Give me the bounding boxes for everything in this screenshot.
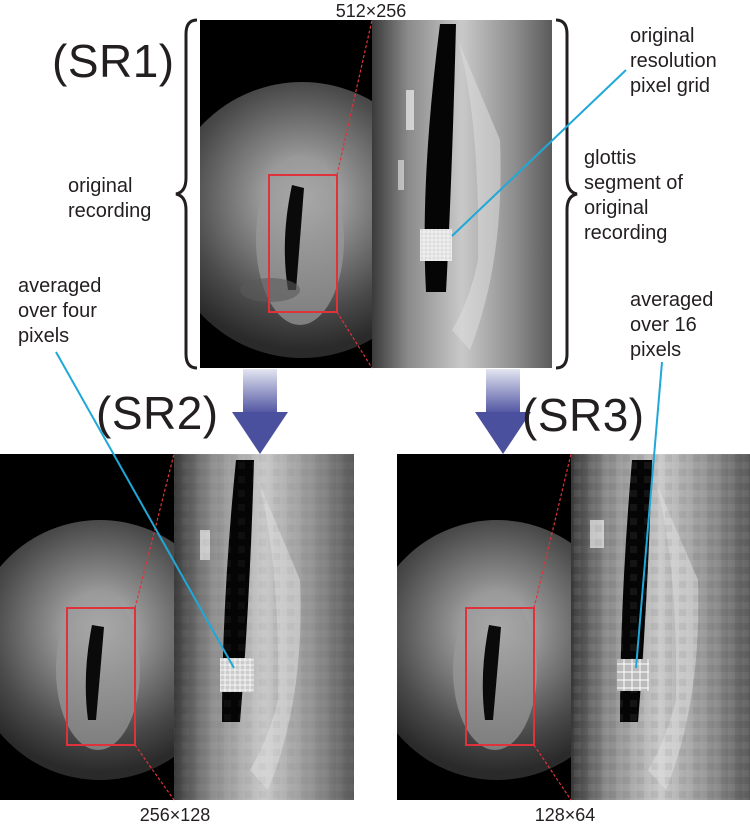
- sr2-roi-box: [66, 607, 136, 746]
- sr2-image: [0, 453, 354, 801]
- sr1-dimension: 512×256: [335, 1, 407, 21]
- annotation-line: original: [630, 25, 695, 47]
- left-brace: [175, 18, 198, 370]
- annotation-line: averaged: [630, 289, 714, 311]
- averaged-sixteen-annotation: averaged over 16 pixels: [630, 288, 713, 363]
- annotation-line: recording: [68, 200, 152, 222]
- sr1-label: (SR1): [52, 35, 175, 87]
- annotation-line: pixel grid: [630, 75, 711, 97]
- right-brace: [555, 18, 578, 370]
- original-recording-annotation: original recording: [68, 174, 151, 224]
- annotation-line: original: [584, 197, 649, 219]
- annotation-line: over 16: [630, 314, 697, 336]
- four-pixel-leader: [55, 351, 235, 669]
- arrow-to-sr3: [475, 369, 531, 454]
- averaged-four-annotation: averaged over four pixels: [18, 274, 101, 349]
- four-pixel-grid: [220, 658, 254, 692]
- annotation-line: pixels: [630, 339, 682, 361]
- annotation-line: over four: [18, 300, 97, 322]
- sr1-image: [200, 19, 552, 369]
- sr3-dimension: 128×64: [534, 805, 596, 825]
- original-pixel-grid: [420, 229, 452, 261]
- pixel-grid-leader: [451, 69, 627, 237]
- sixteen-pixel-leader: [635, 361, 663, 669]
- sr3-label: (SR3): [522, 389, 645, 441]
- glottis-segment-annotation: glottis segment of original recording: [584, 146, 683, 246]
- annotation-line: averaged: [18, 275, 102, 297]
- pixel-grid-annotation: original resolution pixel grid: [630, 24, 717, 99]
- annotation-line: pixels: [18, 325, 70, 347]
- sr2-label: (SR2): [96, 387, 219, 439]
- annotation-line: original: [68, 175, 133, 197]
- sr3-image: [397, 453, 750, 801]
- annotation-line: glottis: [584, 147, 637, 169]
- annotation-line: segment of: [584, 172, 683, 194]
- annotation-line: recording: [584, 222, 668, 244]
- annotation-line: resolution: [630, 50, 717, 72]
- sixteen-pixel-grid: [617, 659, 649, 691]
- sr2-dimension: 256×128: [139, 805, 211, 825]
- arrow-to-sr2: [232, 369, 288, 454]
- sr3-roi-box: [465, 607, 535, 746]
- sr1-roi-box: [268, 174, 338, 313]
